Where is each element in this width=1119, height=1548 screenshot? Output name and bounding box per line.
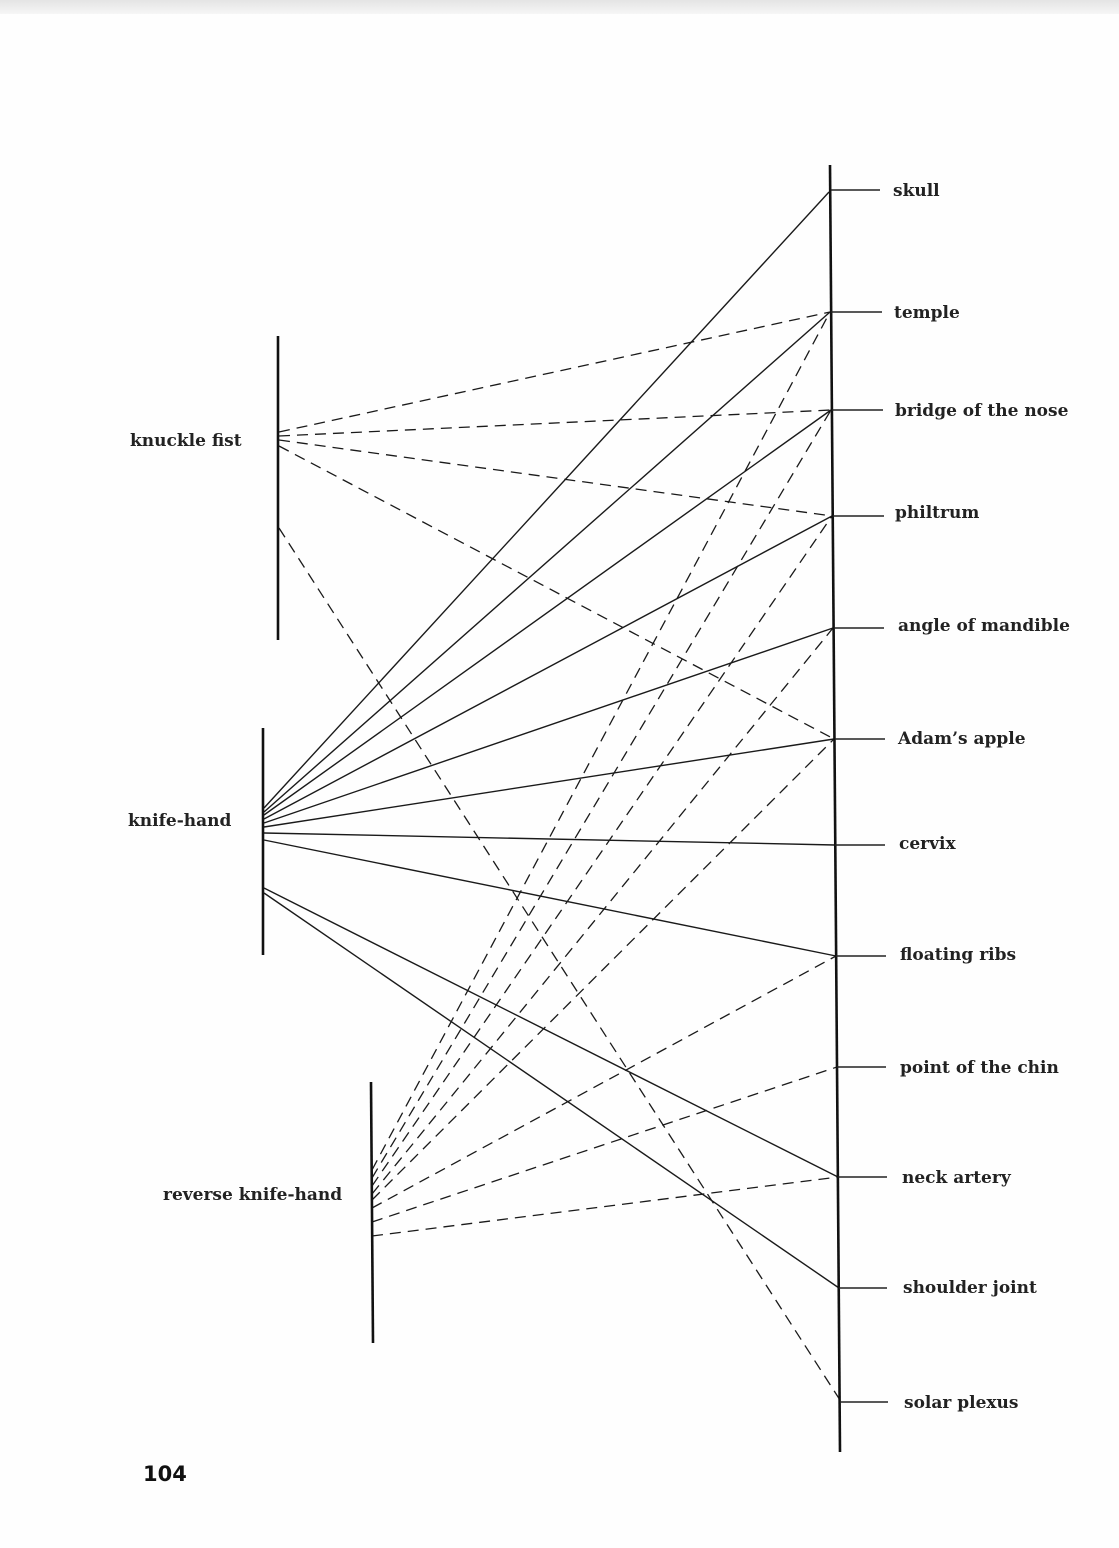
connection-knife-hand-to-floating-ribs — [263, 839, 837, 957]
connection-knife-hand-to-adams-apple — [263, 738, 835, 828]
target-label-solar-plexus: solar plexus — [904, 1393, 1018, 1413]
connection-reverse-knife-hand-to-angle-of-mandible — [371, 627, 834, 1195]
target-label-neck-artery: neck artery — [902, 1168, 1012, 1188]
connection-knuckle-fist-to-philtrum — [278, 439, 833, 517]
target-label-philtrum: philtrum — [895, 503, 979, 523]
weapon-label-knuckle-fist: knuckle fist — [130, 431, 242, 451]
target-label-angle-of-mandible: angle of mandible — [898, 616, 1070, 636]
connection-reverse-knife-hand-to-point-of-the-chin — [371, 1066, 838, 1223]
connection-knife-hand-to-bridge-of-the-nose — [263, 409, 832, 816]
connection-reverse-knife-hand-to-bridge-of-the-nose — [371, 409, 832, 1179]
connection-knife-hand-to-cervix — [263, 832, 836, 846]
target-label-temple: temple — [894, 303, 960, 323]
connection-reverse-knife-hand-to-neck-artery — [371, 1176, 839, 1237]
target-axis — [828, 164, 842, 1453]
connection-knife-hand-to-angle-of-mandible — [263, 627, 834, 824]
connection-knuckle-fist-to-bridge-of-the-nose — [278, 409, 832, 437]
connection-reverse-knife-hand-to-floating-ribs — [371, 955, 837, 1209]
connection-knife-hand-to-temple — [263, 311, 831, 813]
connection-lines — [263, 191, 841, 1401]
target-label-shoulder-joint: shoulder joint — [903, 1278, 1037, 1298]
connection-reverse-knife-hand-to-temple — [371, 311, 831, 1171]
connection-reverse-knife-hand-to-philtrum — [371, 515, 833, 1187]
connection-reverse-knife-hand-to-adams-apple — [371, 738, 835, 1201]
target-label-skull: skull — [893, 181, 940, 201]
target-label-floating-ribs: floating ribs — [900, 945, 1016, 965]
weapon-label-knife-hand: knife-hand — [128, 811, 232, 831]
connection-knuckle-fist-to-solar-plexus — [278, 527, 841, 1401]
target-label-adams-apple: Adam’s apple — [897, 729, 1026, 749]
target-ticks — [831, 189, 888, 1403]
weapon-label-reverse-knife-hand: reverse knife-hand — [163, 1185, 342, 1205]
target-label-cervix: cervix — [899, 834, 956, 854]
page-number: 104 — [143, 1462, 187, 1486]
target-label-point-of-the-chin: point of the chin — [900, 1058, 1059, 1078]
connection-knuckle-fist-to-temple — [278, 311, 831, 433]
connection-knife-hand-to-shoulder-joint — [263, 892, 840, 1289]
connection-knife-hand-to-neck-artery — [263, 887, 839, 1178]
connection-knuckle-fist-to-adams-apple — [278, 445, 835, 740]
weapon-bar-reverse-knife-hand — [369, 1081, 375, 1344]
target-label-bridge-of-the-nose: bridge of the nose — [895, 401, 1069, 421]
scan-edge — [0, 0, 1119, 14]
connection-knife-hand-to-skull — [263, 191, 830, 809]
